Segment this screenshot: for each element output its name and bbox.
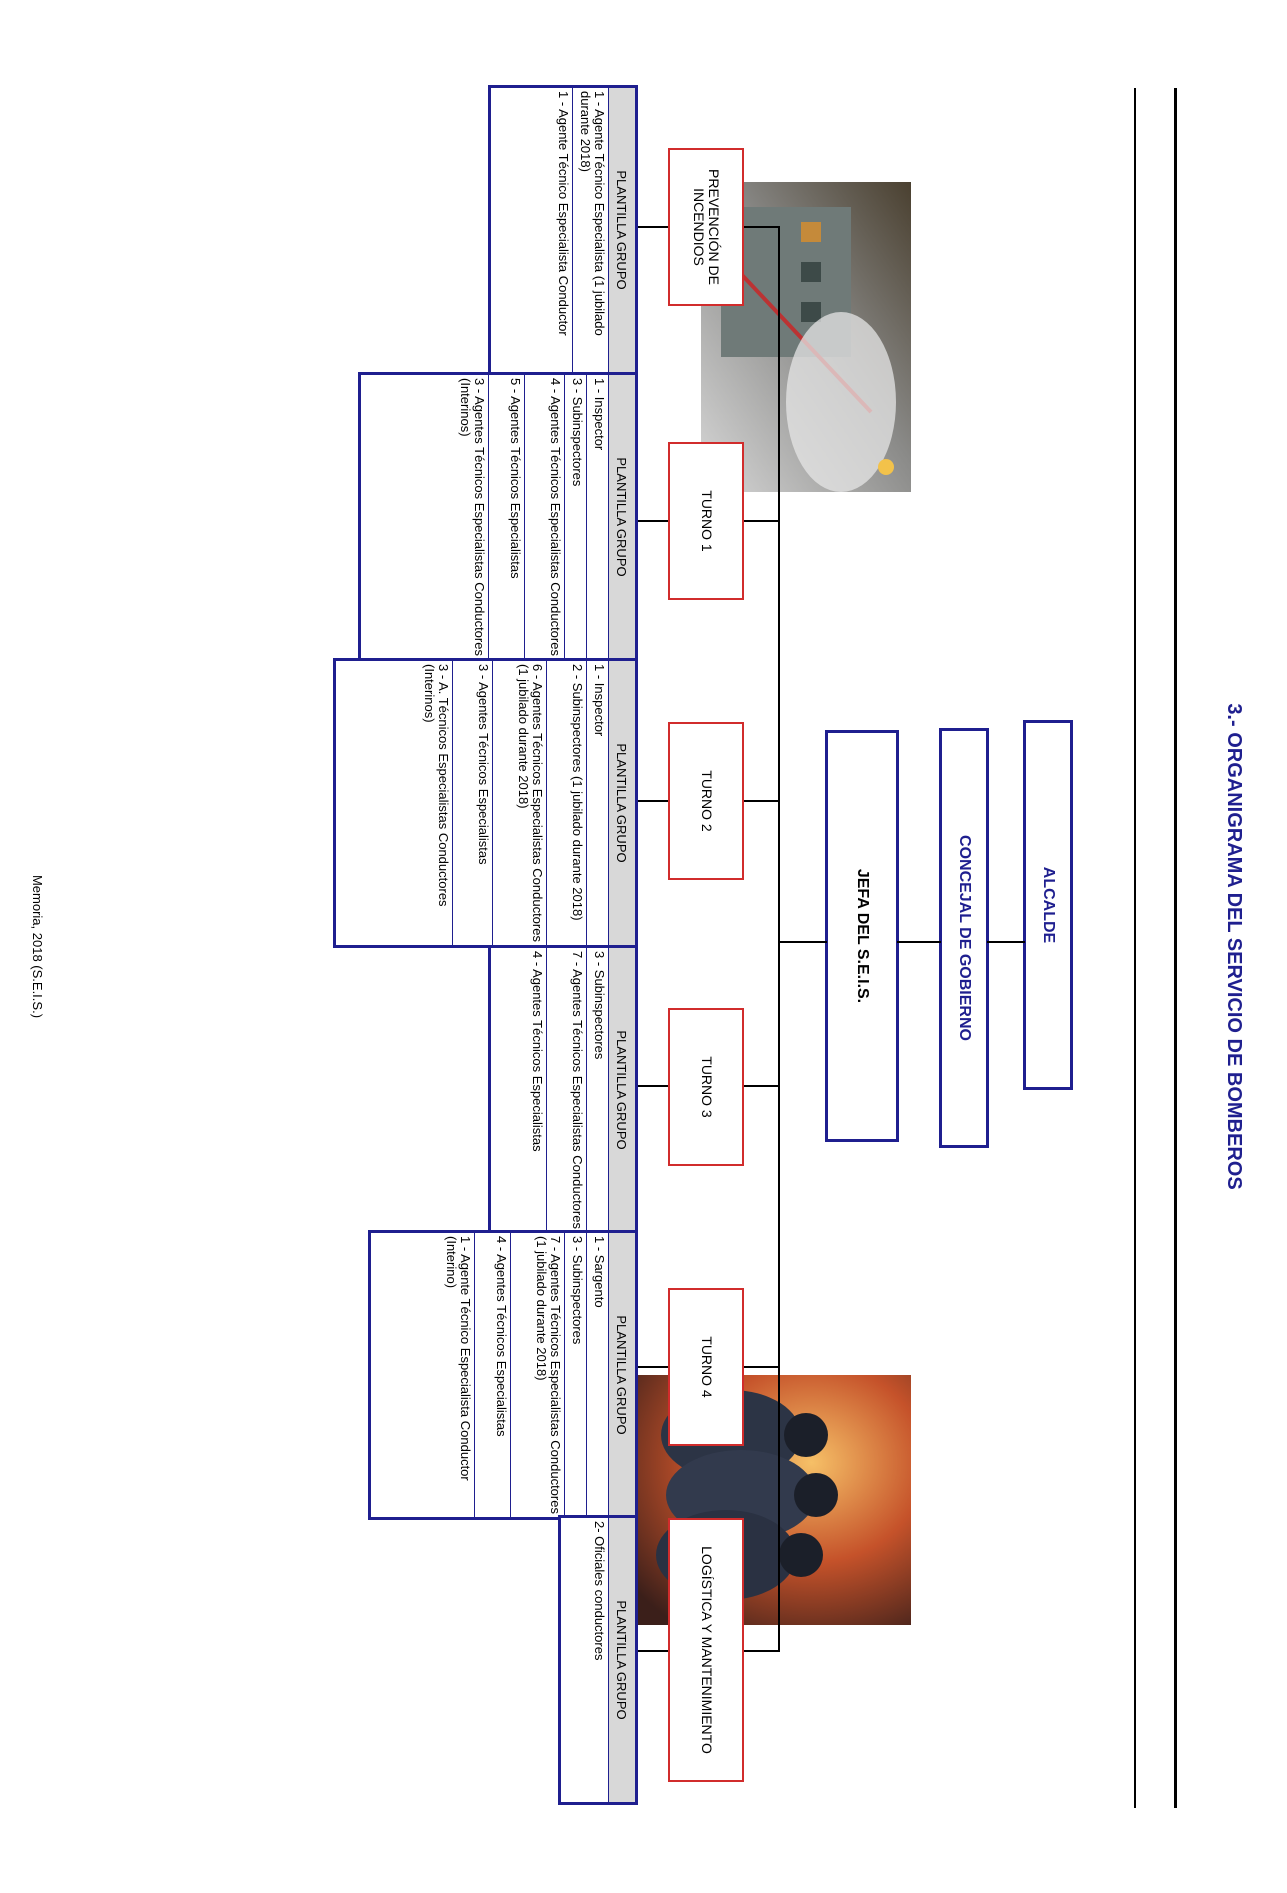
unit-name-prevencion: PREVENCIÓN DE INCENDIOS — [691, 169, 723, 285]
staff-header: PLANTILLA GRUPO — [608, 1233, 635, 1517]
staff-row: 4 - Agentes Técnicos Especialistas — [530, 951, 545, 1152]
conn-table-2 — [638, 520, 668, 522]
staff-row: 1 - Inspector — [586, 375, 608, 659]
unit-box-logistica: LOGÍSTICA Y MANTENIMIENTO — [668, 1518, 744, 1782]
staff-row: 1 - Agente Técnico Especialista Conducto… — [556, 91, 571, 336]
connector-jefa-bus — [779, 941, 827, 943]
staff-row: 5 - Agentes Técnicos Especialistas — [488, 375, 524, 659]
staff-row: 3 - Subinspectores — [564, 375, 586, 659]
top-rule-thick — [1174, 88, 1177, 1808]
alcalde-box: ALCALDE — [1023, 720, 1073, 1090]
staff-row: 3 - Agentes Técnicos Especialistas — [452, 661, 492, 945]
unit-name-turno3: TURNO 3 — [698, 1056, 715, 1118]
concejal-box: CONCEJAL DE GOBIERNO — [939, 728, 989, 1148]
drop-2 — [744, 520, 780, 522]
staff-row: 3 - Subinspectores — [586, 948, 608, 1232]
drop-6 — [744, 1650, 780, 1652]
staff-table-turno3: PLANTILLA GRUPO 3 - Subinspectores 7 - A… — [488, 945, 638, 1235]
fire-ladder-photo — [701, 182, 911, 492]
conn-table-6 — [638, 1650, 668, 1652]
unit-box-turno4: TURNO 4 — [668, 1288, 744, 1446]
unit-box-turno1: TURNO 1 — [668, 442, 744, 600]
drop-1 — [744, 226, 780, 228]
staff-row: 4 - Agentes Técnicos Especialistas — [474, 1233, 510, 1517]
staff-row: 3 - A. Técnicos Especialistas Conductore… — [422, 664, 451, 907]
staff-row: 4 - Agentes Técnicos Especialistas Condu… — [524, 375, 564, 659]
conn-table-3 — [638, 800, 668, 802]
unit-box-turno2: TURNO 2 — [668, 722, 744, 880]
conn-table-5 — [638, 1366, 668, 1368]
staff-row: 2- Oficiales conductores — [592, 1521, 607, 1661]
staff-row: 7 - Agentes Técnicos Especialistas Condu… — [510, 1233, 564, 1517]
drop-4 — [744, 1085, 780, 1087]
org-bus-line — [778, 226, 780, 1652]
unit-name-turno2: TURNO 2 — [698, 770, 715, 832]
page-title: 3.- ORGANIGRAMA DEL SERVICIO DE BOMBEROS — [1223, 703, 1245, 1190]
staff-table-logistica: PLANTILLA GRUPO 2- Oficiales conductores — [558, 1515, 638, 1805]
connector-concejal-jefa — [897, 941, 941, 943]
staff-row: 1 - Inspector — [586, 661, 608, 945]
staff-row: 1 - Sargento — [586, 1233, 608, 1517]
staff-table-turno1: PLANTILLA GRUPO 1 - Inspector 3 - Subins… — [358, 372, 638, 662]
unit-box-turno3: TURNO 3 — [668, 1008, 744, 1166]
staff-row: 1 - Agente Técnico Especialista Conducto… — [444, 1236, 473, 1481]
staff-row: 3 - Subinspectores — [564, 1233, 586, 1517]
connector-alcalde-concejal — [987, 941, 1025, 943]
staff-header: PLANTILLA GRUPO — [608, 661, 635, 945]
conn-table-4 — [638, 1085, 668, 1087]
staff-row: 2 - Subinspectores (1 jubilado durante 2… — [546, 661, 586, 945]
staff-row: 7 - Agentes Técnicos Especialistas Condu… — [546, 948, 586, 1232]
top-rule-thin — [1134, 88, 1136, 1808]
staff-row: 3 - Agentes Técnicos Especialistas Condu… — [458, 378, 487, 656]
jefa-box: JEFA DEL S.E.I.S. — [825, 730, 899, 1142]
conn-table-1 — [638, 226, 668, 228]
staff-header: PLANTILLA GRUPO — [608, 1518, 635, 1802]
unit-name-turno4: TURNO 4 — [698, 1336, 715, 1398]
page-footer: Memoria, 2018 (S.E.I.S.) — [30, 874, 45, 1019]
staff-table-turno4: PLANTILLA GRUPO 1 - Sargento 3 - Subinsp… — [368, 1230, 638, 1520]
staff-table-prevencion: PLANTILLA GRUPO 1 - Agente Técnico Espec… — [488, 85, 638, 375]
drop-3 — [744, 800, 780, 802]
unit-box-prevencion: PREVENCIÓN DE INCENDIOS — [668, 148, 744, 306]
staff-header: PLANTILLA GRUPO — [608, 375, 635, 659]
staff-table-turno2: PLANTILLA GRUPO 1 - Inspector 2 - Subins… — [333, 658, 638, 948]
staff-header: PLANTILLA GRUPO — [608, 948, 635, 1232]
staff-row: 1 - Agente Técnico Especialista (1 jubil… — [572, 88, 608, 372]
unit-name-turno1: TURNO 1 — [698, 490, 715, 552]
drop-5 — [744, 1366, 780, 1368]
unit-name-logistica: LOGÍSTICA Y MANTENIMIENTO — [698, 1546, 715, 1754]
staff-header: PLANTILLA GRUPO — [608, 88, 635, 372]
staff-row: 6 - Agentes Técnicos Especialistas Condu… — [492, 661, 546, 945]
